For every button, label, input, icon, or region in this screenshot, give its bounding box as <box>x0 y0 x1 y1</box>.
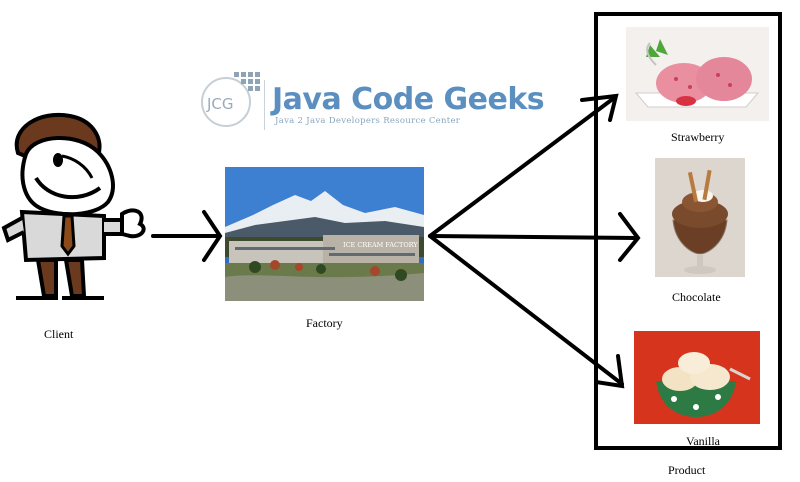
factory-to-chocolate-arrow <box>428 234 638 240</box>
chocolate-label: Chocolate <box>672 290 721 304</box>
factory-to-strawberry-arrow <box>428 96 616 238</box>
client-figure <box>1 112 146 300</box>
factory-to-strawberry-arrowhead <box>580 93 619 122</box>
product-label: Product <box>668 463 706 477</box>
factory-image: ICE CREAM FACTORY <box>225 167 424 301</box>
factory-to-vanilla-arrowhead <box>594 354 625 389</box>
factory-sign: ICE CREAM FACTORY <box>343 241 418 249</box>
product-container <box>594 12 782 450</box>
logo-name: Java Code Geeks <box>272 82 545 117</box>
client-to-factory-arrowhead <box>202 210 223 262</box>
strawberry-label: Strawberry <box>671 130 725 144</box>
factory-to-chocolate-arrowhead <box>618 212 641 262</box>
strawberry-image <box>626 27 769 121</box>
logo-tagline: Java 2 Java Developers Resource Center <box>275 116 461 126</box>
jcg-logo-icon: JCG <box>201 72 260 127</box>
logo-divider <box>264 80 265 130</box>
factory-label: Factory <box>306 316 343 330</box>
chocolate-image <box>655 158 745 277</box>
logo-monogram: JCG <box>206 95 234 113</box>
vanilla-image <box>634 331 760 424</box>
factory-to-vanilla-arrow <box>428 234 624 386</box>
vanilla-label: Vanilla <box>686 434 720 448</box>
client-label: Client <box>44 327 74 341</box>
